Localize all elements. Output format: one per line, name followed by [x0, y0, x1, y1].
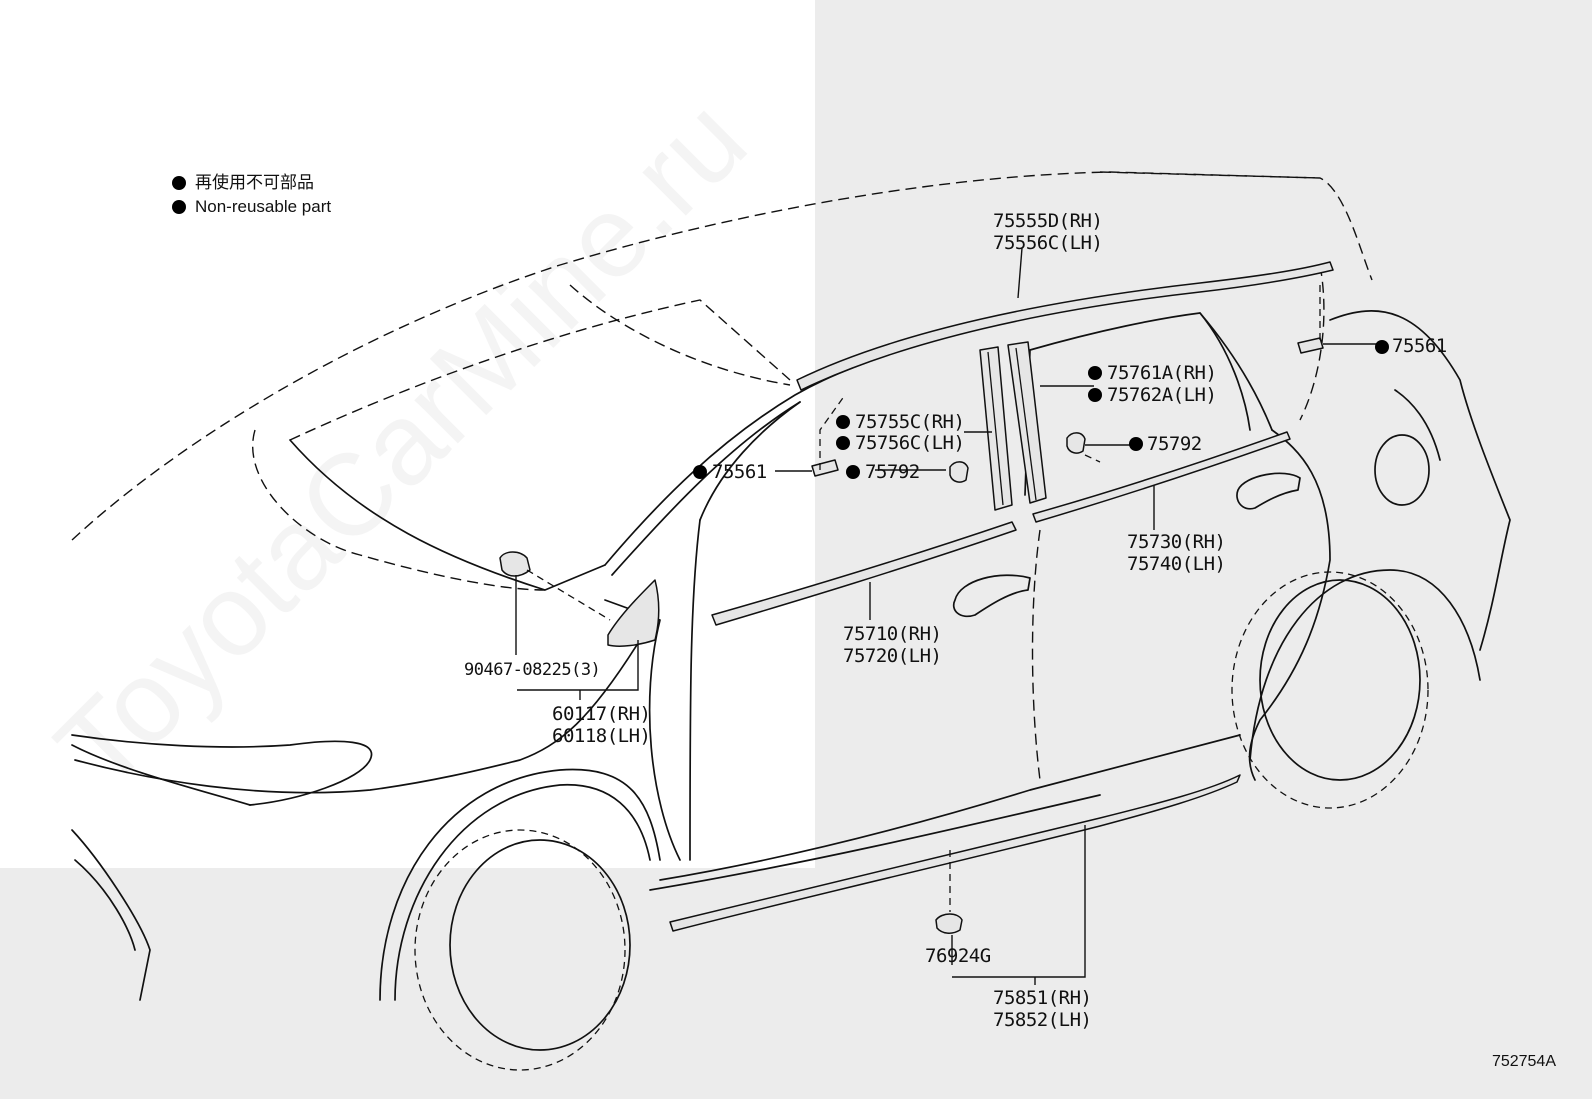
label-mirror-clip[interactable]: 90467-08225(3) — [464, 660, 601, 680]
label-mirror-cover-rh[interactable]: 60117(RH) — [552, 703, 651, 725]
rocker-moulding — [669, 774, 1241, 932]
label-rear-belt-moulding-lh[interactable]: 75740(LH) — [1127, 553, 1226, 575]
label-rocker-clip[interactable]: 76924G — [925, 945, 991, 967]
non-reusable-bullets — [693, 340, 1389, 479]
label-front-belt-moulding-lh[interactable]: 75720(LH) — [843, 645, 942, 667]
legend-row-en: Non-reusable part — [172, 196, 331, 218]
filled-circle-icon — [172, 200, 186, 214]
label-rocker-moulding-lh[interactable]: 75852(LH) — [993, 1009, 1092, 1031]
leader-lines — [515, 247, 1378, 985]
filled-circle-icon — [172, 176, 186, 190]
rear-pillar-garnish — [1007, 341, 1047, 504]
front-pillar-garnish — [979, 346, 1013, 511]
label-front-belt-moulding-rh[interactable]: 75710(RH) — [843, 623, 942, 645]
label-rear-pillar-garnish-lh[interactable]: 75762A(LH) — [1107, 384, 1217, 406]
label-clip-rear-door[interactable]: 75792 — [1147, 433, 1202, 455]
mirror-cover — [607, 579, 660, 647]
label-clip-rear[interactable]: 75561 — [1392, 335, 1447, 357]
front-belt-moulding — [711, 521, 1017, 626]
label-roof-moulding-lh[interactable]: 75556C(LH) — [993, 232, 1103, 254]
label-rocker-moulding-rh[interactable]: 75851(RH) — [993, 987, 1092, 1009]
legend-row-jp: 再使用不可部品 — [172, 172, 314, 194]
legend-text-jp: 再使用不可部品 — [195, 173, 314, 192]
label-rear-pillar-garnish-rh[interactable]: 75761A(RH) — [1107, 362, 1217, 384]
background-panel-bottom — [0, 868, 1592, 1099]
label-clip-front-door[interactable]: 75792 — [865, 461, 920, 483]
rear-belt-moulding — [1032, 431, 1291, 523]
label-clip-front[interactable]: 75561 — [712, 461, 767, 483]
clips — [499, 337, 1324, 934]
label-rear-belt-moulding-rh[interactable]: 75730(RH) — [1127, 531, 1226, 553]
label-mirror-cover-lh[interactable]: 60118(LH) — [552, 725, 651, 747]
diagram-reference-number: 752754A — [1491, 1053, 1556, 1070]
label-front-pillar-garnish-rh[interactable]: 75755C(RH) — [855, 411, 965, 433]
roof-drip-moulding — [796, 261, 1334, 391]
label-roof-moulding-rh[interactable]: 75555D(RH) — [993, 210, 1103, 232]
label-front-pillar-garnish-lh[interactable]: 75756C(LH) — [855, 432, 965, 454]
legend-text-en: Non-reusable part — [195, 197, 332, 216]
car-body-outline — [71, 171, 1511, 1071]
